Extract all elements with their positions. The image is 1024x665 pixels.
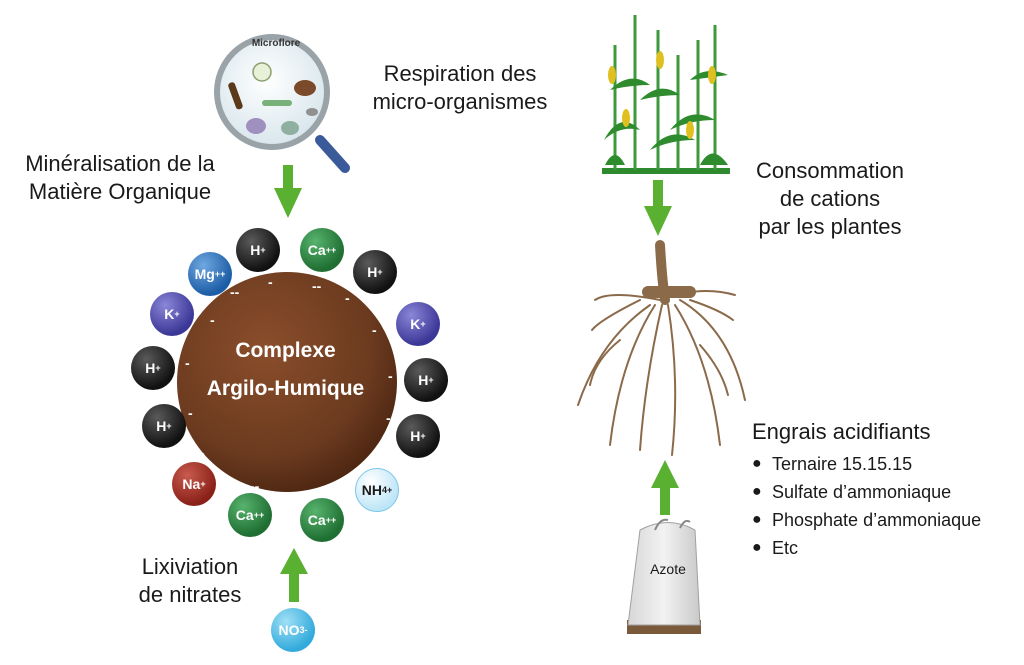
ion-charge: ++ xyxy=(253,510,265,520)
ion-h-left-2: H+ xyxy=(142,404,186,448)
engrais-panel: Engrais acidifiants Ternaire 15.15.15 Su… xyxy=(752,418,1022,562)
mineralisation-line-2: Matière Organique xyxy=(28,179,212,204)
ion-charge: ++ xyxy=(325,245,337,255)
respiration-line-2: micro-organismes xyxy=(372,89,548,114)
ion-charge: + xyxy=(260,245,266,255)
consommation-label: Consommation de cations par les plantes xyxy=(735,157,925,241)
ion-symbol: NO xyxy=(278,622,300,638)
consommation-line-2: de cations xyxy=(779,186,881,211)
ion-charge: ++ xyxy=(325,515,337,525)
ion-charge: + xyxy=(174,309,180,319)
ion-h-right-2: H+ xyxy=(396,414,440,458)
ion-charge: + xyxy=(386,485,393,495)
mineralisation-label: Minéralisation de la Matière Organique xyxy=(0,150,240,206)
engrais-item: Ternaire 15.15.15 xyxy=(752,450,1022,478)
ion-h-right-1: H+ xyxy=(404,358,448,402)
ion-na: Na+ xyxy=(172,462,216,506)
ion-symbol: H xyxy=(250,242,261,258)
engrais-item: Sulfate d’ammoniaque xyxy=(752,478,1022,506)
complexe-line-1: Complexe xyxy=(235,339,336,362)
ion-ca-top: Ca++ xyxy=(300,228,344,272)
ion-charge: + xyxy=(420,431,426,441)
ion-symbol: Ca xyxy=(307,242,326,258)
ion-charge: + xyxy=(377,267,383,277)
complexe-line-2: Argilo-Humique xyxy=(206,377,365,400)
ion-charge: + xyxy=(155,363,161,373)
consommation-line-1: Consommation xyxy=(756,158,904,183)
ion-mg: Mg++ xyxy=(188,252,232,296)
ion-symbol: H xyxy=(145,360,156,376)
lixiviation-line-1: Lixiviation xyxy=(141,554,239,579)
ion-charge: + xyxy=(166,421,172,431)
corn-plants xyxy=(602,15,730,174)
ion-subscript: 3 xyxy=(299,625,305,635)
ion-symbol: H xyxy=(367,264,378,280)
ion-k-right: K+ xyxy=(396,302,440,346)
ion-symbol: Ca xyxy=(235,507,254,523)
fertilizer-sack xyxy=(627,518,701,634)
ion-symbol: NH xyxy=(361,482,382,498)
ion-subscript: 4 xyxy=(381,485,387,495)
lixiviation-label: Lixiviation de nitrates xyxy=(120,553,260,609)
consommation-line-3: par les plantes xyxy=(758,214,902,239)
complexe-label: Complexe Argilo-Humique xyxy=(178,332,393,408)
plant-roots xyxy=(577,240,746,456)
lixiviation-line-2: de nitrates xyxy=(138,582,242,607)
sack-label: Azote xyxy=(650,561,686,577)
microflore-magnifier xyxy=(214,34,350,173)
mineralisation-line-1: Minéralisation de la xyxy=(25,151,215,176)
ion-symbol: K xyxy=(410,316,421,332)
ion-h-left-1: H+ xyxy=(131,346,175,390)
ion-charge: ++ xyxy=(214,269,226,279)
microflore-label: Microflore xyxy=(251,38,301,49)
ion-charge: - xyxy=(304,625,308,635)
ion-charge: + xyxy=(420,319,426,329)
engrais-item: Etc xyxy=(752,534,1022,562)
engrais-list: Ternaire 15.15.15 Sulfate d’ammoniaque P… xyxy=(752,450,1022,562)
ion-ca-bottom-right: Ca++ xyxy=(300,498,344,542)
complexe-argilo-humique xyxy=(177,272,397,492)
engrais-item: Phosphate d’ammoniaque xyxy=(752,506,1022,534)
ion-symbol: H xyxy=(418,372,429,388)
ion-k-left: K+ xyxy=(150,292,194,336)
ion-h-top-right: H+ xyxy=(353,250,397,294)
respiration-label: Respiration des micro-organismes xyxy=(360,60,560,116)
ion-charge: + xyxy=(428,375,434,385)
ion-symbol: H xyxy=(410,428,421,444)
ion-h-top: H+ xyxy=(236,228,280,272)
ion-symbol: H xyxy=(156,418,167,434)
ion-symbol: Mg xyxy=(194,266,215,282)
ion-symbol: Ca xyxy=(307,512,326,528)
ion-charge: + xyxy=(200,479,206,489)
ion-ca-bottom-left: Ca++ xyxy=(228,493,272,537)
engrais-title: Engrais acidifiants xyxy=(752,419,931,444)
flow-arrows xyxy=(274,165,679,602)
ion-symbol: K xyxy=(164,306,175,322)
respiration-line-1: Respiration des xyxy=(383,61,537,86)
ion-symbol: Na xyxy=(182,476,201,492)
